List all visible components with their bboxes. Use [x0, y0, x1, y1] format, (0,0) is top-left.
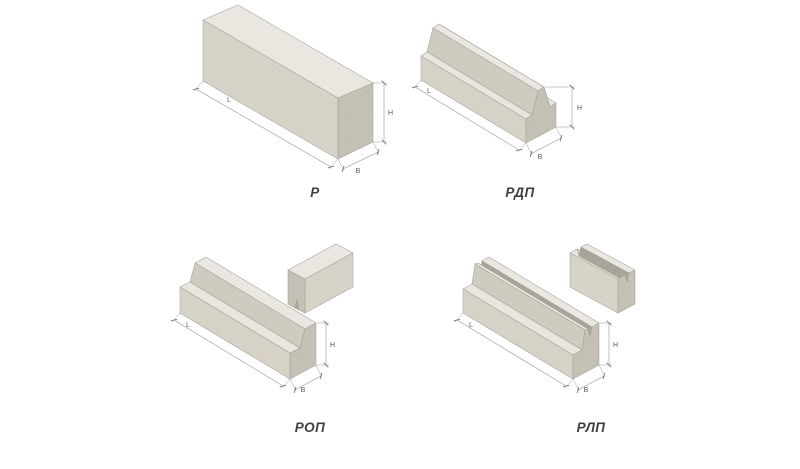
dimension-height: H	[600, 320, 618, 368]
figure-rop: L H B	[140, 243, 385, 393]
figure-rop-caption: РОП	[294, 420, 326, 435]
dimension-width-label: B	[301, 387, 306, 393]
dimension-height: H	[373, 80, 393, 145]
beam-rop-drawing: L H B	[170, 243, 354, 393]
dimension-line	[170, 318, 287, 388]
dimension-extension-line	[315, 364, 323, 378]
dimension-length: L	[192, 80, 339, 170]
concrete-texture	[618, 270, 635, 313]
dimension-width: B	[337, 141, 380, 175]
beam-rop-end-segment	[287, 243, 354, 314]
dimension-height: H	[317, 320, 335, 368]
dimension-length-label: L	[469, 322, 473, 329]
dimension-line	[192, 87, 335, 169]
dimension-extension-line	[598, 364, 606, 378]
figure-rlp-caption: РЛП	[576, 420, 606, 435]
concrete-texture	[573, 323, 599, 379]
dimension-width: B	[572, 364, 606, 393]
concrete-texture	[288, 270, 305, 313]
dimension-width-label: B	[356, 168, 361, 175]
dimension-extension-line	[328, 158, 339, 170]
dimension-extension-line	[564, 378, 574, 389]
dimension-extension-line	[289, 378, 297, 392]
dimension-length: L	[411, 79, 527, 153]
dimension-extension-line	[412, 79, 422, 90]
dimension-height: H	[545, 84, 582, 130]
concrete-texture	[290, 323, 316, 379]
dimension-length: L	[170, 312, 291, 389]
dimension-length-label: L	[427, 88, 431, 95]
dimension-extension-line	[572, 378, 580, 392]
dimension-extension-line	[372, 141, 380, 155]
dimension-width-label: B	[584, 387, 589, 393]
dimension-line	[411, 85, 523, 152]
figure-p-caption: Р	[310, 185, 320, 200]
dimension-height-label: H	[613, 342, 618, 349]
concrete-texture	[526, 87, 556, 143]
dimension-line	[453, 318, 570, 388]
dimension-height-label: H	[388, 110, 393, 117]
figure-rdp-caption: РДП	[505, 185, 535, 200]
dimension-line	[341, 148, 380, 173]
dimension-length-label: L	[186, 322, 190, 329]
dimension-extension-line	[555, 126, 563, 140]
dimension-extension-line	[193, 80, 204, 92]
dimension-length: L	[453, 312, 574, 389]
figure-p: L H B	[188, 3, 398, 178]
dimension-line	[293, 372, 323, 393]
dimension-height-label: H	[577, 105, 582, 112]
dimension-height-label: H	[330, 342, 335, 349]
dimension-extension-line	[281, 378, 291, 389]
beam-p-drawing: L H B	[192, 4, 393, 175]
dimension-line	[529, 134, 563, 158]
dimension-width: B	[289, 364, 323, 393]
dimension-extension-line	[525, 142, 533, 156]
dimension-extension-line	[517, 142, 527, 153]
beam-rlp-end-segment	[569, 243, 636, 314]
figure-rlp: L H B	[423, 243, 668, 393]
dimension-length-label: L	[227, 97, 231, 104]
figure-rdp: L H B	[408, 5, 603, 165]
concrete-texture	[338, 83, 373, 159]
beam-p-body	[202, 4, 374, 160]
beam-rlp-drawing: L H B	[453, 243, 636, 393]
dimension-line	[576, 372, 606, 393]
dimension-width-label: B	[538, 154, 543, 161]
beam-rdp-body	[420, 23, 557, 144]
dimension-extension-line	[171, 312, 181, 323]
dimension-extension-line	[454, 312, 464, 323]
beam-rdp-drawing: L H B	[411, 23, 582, 161]
dimension-width: B	[525, 126, 563, 161]
